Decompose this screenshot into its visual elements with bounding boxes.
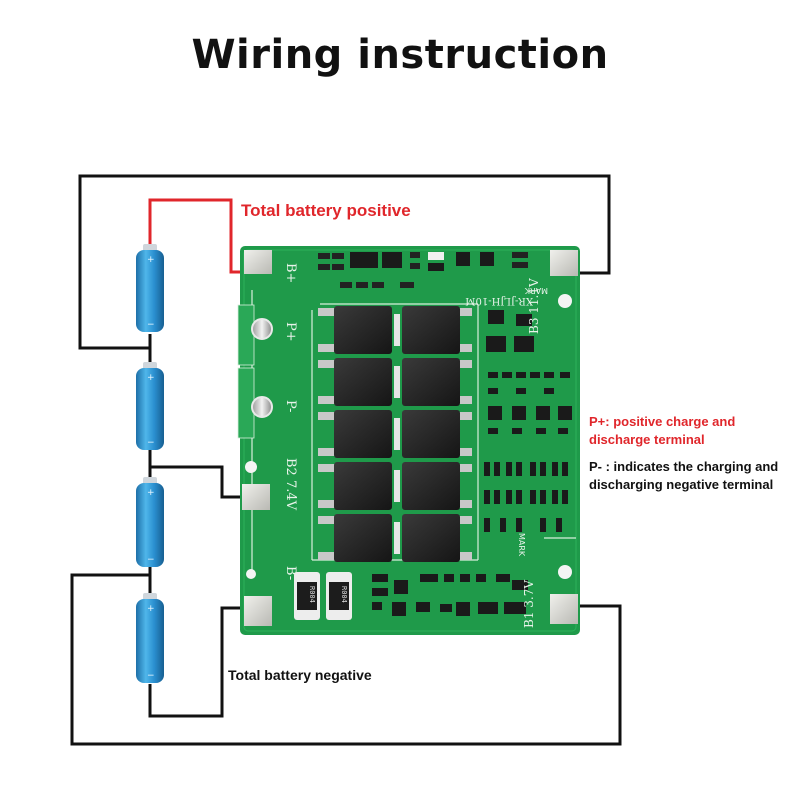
label-p-plus-line2: discharge terminal	[589, 432, 705, 447]
battery-cell-2: + −	[136, 362, 164, 450]
label-p-plus-line1: P+: positive charge and	[589, 414, 736, 429]
battery-cell-4: + −	[136, 593, 164, 683]
pad-b1	[550, 594, 578, 624]
silk-mark-bottom: MARK	[517, 533, 526, 557]
svg-text:−: −	[147, 438, 155, 448]
svg-text:−: −	[147, 320, 155, 330]
pad-b2	[242, 484, 270, 510]
label-p-minus: P- : indicates the charging and discharg…	[589, 458, 778, 494]
wire-b3	[78, 174, 611, 350]
wire-total-negative	[148, 606, 248, 718]
pad-b-plus	[244, 250, 272, 274]
wires	[70, 174, 622, 746]
resistor-label-1: R004	[308, 586, 316, 603]
silk-model: XR-JLJH-10M	[465, 295, 533, 306]
silk-b2: B2 7.4V	[283, 458, 298, 511]
pad-b3	[550, 250, 578, 276]
pad-b-minus	[244, 596, 272, 626]
svg-text:+: +	[147, 488, 155, 498]
silk-b1: B1 3.7V	[522, 580, 536, 628]
wire-b2	[148, 461, 247, 499]
battery-cell-3: + −	[136, 477, 164, 567]
bms-board: B+ P+ P- B2 7.4V B- B3 11.1V B1 3.7V MAR…	[237, 246, 580, 635]
battery-cell-1: + −	[136, 244, 164, 332]
smd-right	[484, 310, 572, 532]
label-p-plus: P+: positive charge and discharge termin…	[589, 413, 735, 449]
page-title: Wiring instruction	[191, 32, 609, 78]
hole-p-minus	[251, 396, 273, 418]
silk-b-plus: B+	[283, 263, 298, 283]
label-total-negative: Total battery negative	[228, 667, 372, 683]
label-p-minus-line2: discharging negative terminal	[589, 477, 774, 492]
silk-p-minus: P-	[283, 400, 298, 412]
smd-top	[318, 252, 528, 288]
label-total-positive: Total battery positive	[241, 201, 411, 220]
wire-b1	[70, 573, 622, 746]
label-p-minus-line1: P- : indicates the charging and	[589, 459, 779, 474]
smd-bottom	[294, 572, 528, 620]
svg-text:−: −	[147, 671, 155, 681]
resistor-label-2: R004	[340, 586, 348, 603]
svg-text:+: +	[147, 373, 155, 383]
mosfet-array	[318, 306, 472, 562]
svg-text:−: −	[147, 555, 155, 565]
svg-text:+: +	[147, 604, 155, 614]
silk-mark-top: MARK	[524, 286, 548, 295]
battery-stack: + − + − + − + −	[136, 244, 164, 683]
hole-p-plus	[251, 318, 273, 340]
silk-b-minus: B-	[283, 566, 298, 580]
silk-b3: B3 11.1V	[527, 278, 541, 334]
svg-text:+: +	[147, 255, 155, 265]
silk-p-plus: P+	[283, 322, 298, 342]
